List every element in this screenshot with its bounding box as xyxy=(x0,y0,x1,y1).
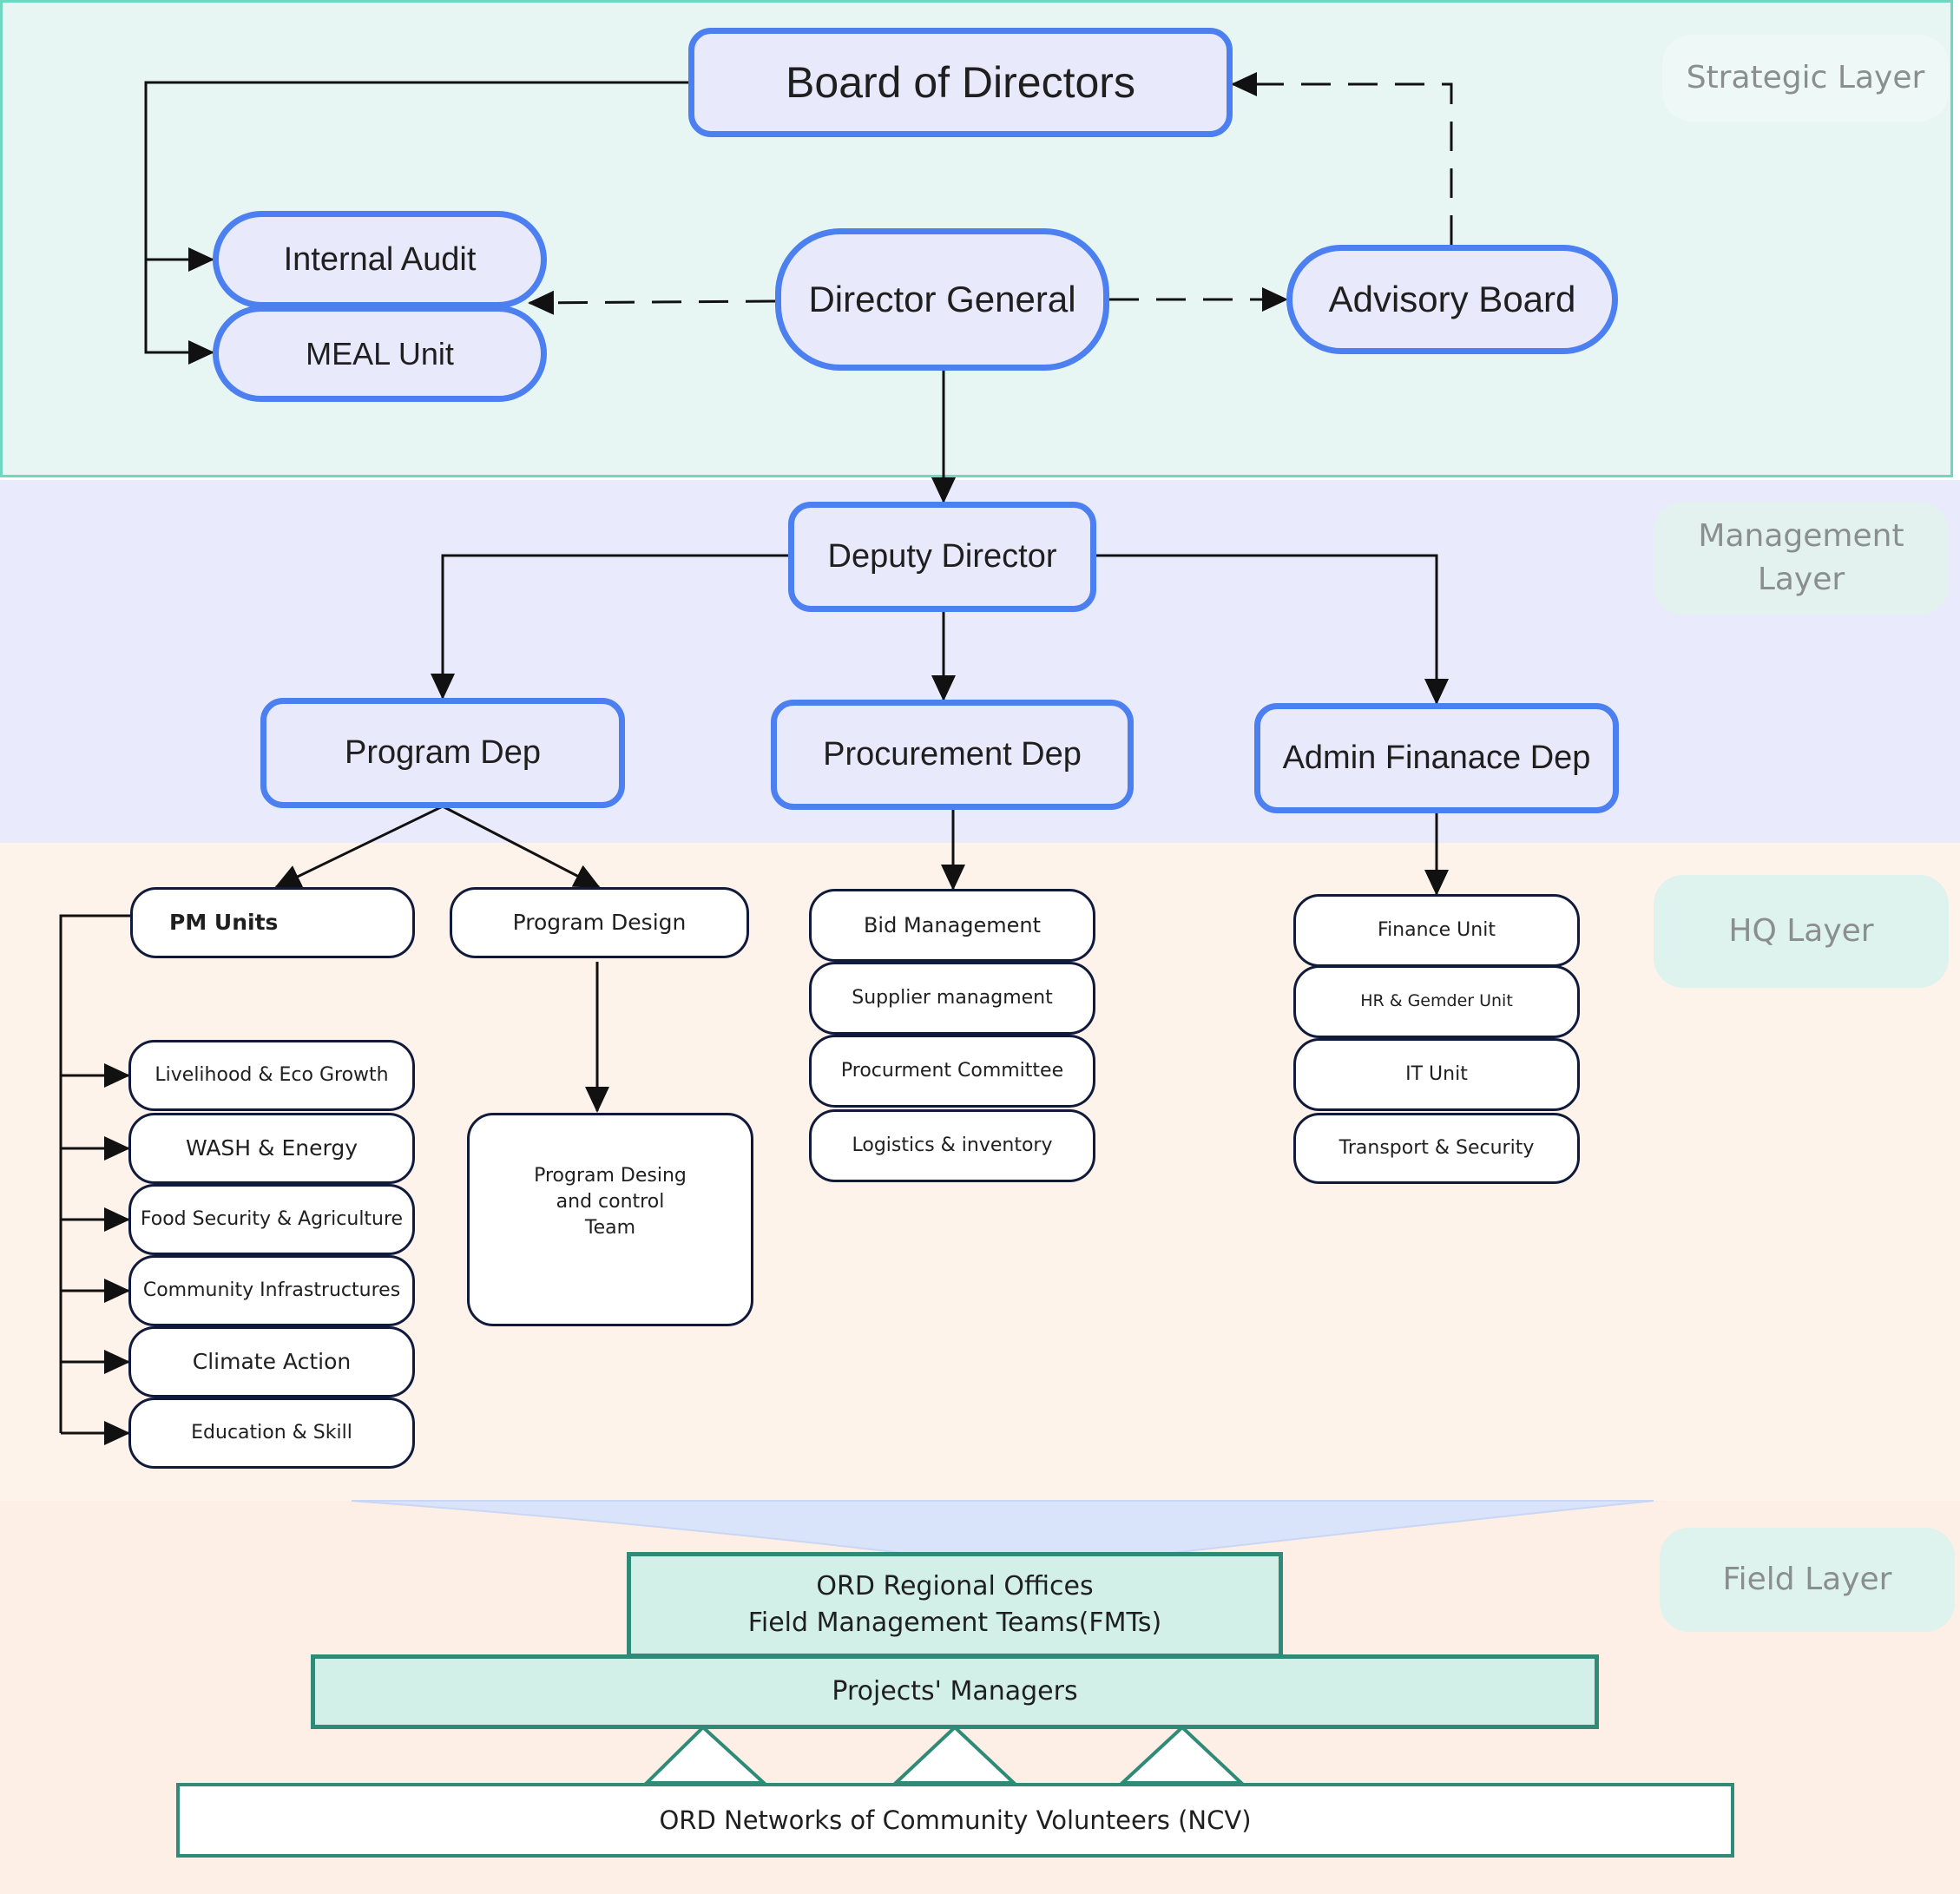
admin-finance-dep-node: Admin Finanace Dep xyxy=(1254,703,1619,813)
hq-layer-label: HQ Layer xyxy=(1654,875,1949,988)
internal-audit-node: Internal Audit xyxy=(213,211,547,308)
pm-units-bracket xyxy=(59,914,130,1433)
procurement-unit-label: Procurment Committee xyxy=(840,1060,1064,1082)
program-dep-label: Program Dep xyxy=(345,734,541,771)
pm-child-food-security: Food Security & Agriculture xyxy=(128,1184,415,1255)
pm-child-label: Community Infrastructures xyxy=(142,1279,401,1302)
deputy-to-program-arrow xyxy=(431,554,788,700)
deputy-to-admin-arrow xyxy=(1096,554,1449,705)
logistics-inventory-node: Logistics & inventory xyxy=(809,1109,1095,1182)
support-triangle-2 xyxy=(891,1725,1019,1785)
hr-gender-unit-node: HR & Gemder Unit xyxy=(1293,965,1580,1038)
admin-unit-label: Finance Unit xyxy=(1378,919,1496,942)
deputy-director-node: Deputy Director xyxy=(788,502,1096,612)
admin-unit-label: Transport & Security xyxy=(1338,1137,1535,1160)
program-dep-node: Program Dep xyxy=(260,698,625,808)
admin-finance-dep-label: Admin Finanace Dep xyxy=(1282,740,1591,776)
board-of-directors-label: Board of Directors xyxy=(786,58,1135,107)
program-to-design-arrow xyxy=(442,805,601,889)
pm-child-label: Climate Action xyxy=(192,1349,352,1375)
advisory-board-node: Advisory Board xyxy=(1286,245,1618,354)
pm-child-livelihood: Livelihood & Eco Growth xyxy=(128,1040,415,1111)
project-managers-label: Projects' Managers xyxy=(832,1676,1078,1707)
pm-child-climate-action: Climate Action xyxy=(128,1326,415,1397)
program-to-pm-arrow xyxy=(274,805,444,889)
program-design-team-label: Program Desing and control Team xyxy=(534,1165,687,1239)
bid-management-node: Bid Management xyxy=(809,889,1095,962)
meal-unit-label: MEAL Unit xyxy=(306,335,454,372)
director-general-node: Director General xyxy=(775,228,1109,371)
supplier-management-node: Supplier managment xyxy=(809,962,1095,1035)
support-triangle-3 xyxy=(1117,1725,1246,1785)
regional-offices-block: ORD Regional Offices Field Management Te… xyxy=(627,1552,1283,1658)
pm-child-education: Education & Skill xyxy=(128,1397,415,1469)
program-design-node: Program Design xyxy=(450,887,749,958)
admin-unit-label: HR & Gemder Unit xyxy=(1360,991,1513,1011)
admin-unit-label: IT Unit xyxy=(1405,1063,1468,1086)
support-triangle-1 xyxy=(642,1725,769,1785)
dg-to-audit-arrow xyxy=(528,290,776,315)
procurement-dep-label: Procurement Dep xyxy=(823,736,1082,773)
procurement-unit-label: Supplier managment xyxy=(852,987,1053,1009)
board-of-directors-node: Board of Directors xyxy=(688,28,1233,137)
procurement-unit-label: Logistics & inventory xyxy=(852,1134,1053,1157)
project-managers-block: Projects' Managers xyxy=(311,1654,1599,1729)
it-unit-node: IT Unit xyxy=(1293,1038,1580,1111)
procurement-dep-node: Procurement Dep xyxy=(771,700,1134,810)
community-volunteers-block: ORD Networks of Community Volunteers (NC… xyxy=(176,1783,1734,1858)
director-general-label: Director General xyxy=(808,279,1076,319)
advisory-board-label: Advisory Board xyxy=(1328,279,1576,319)
internal-audit-label: Internal Audit xyxy=(283,240,477,278)
pm-child-label: WASH & Energy xyxy=(185,1135,358,1161)
program-design-label: Program Design xyxy=(512,910,687,936)
community-volunteers-label: ORD Networks of Community Volunteers (NC… xyxy=(659,1805,1252,1835)
finance-unit-node: Finance Unit xyxy=(1293,894,1580,967)
transport-security-node: Transport & Security xyxy=(1293,1113,1580,1184)
pm-child-label: Livelihood & Eco Growth xyxy=(155,1064,389,1087)
management-layer-label: Management Layer xyxy=(1654,502,1949,615)
pm-child-label: Education & Skill xyxy=(191,1422,352,1444)
strategic-layer-label: Strategic Layer xyxy=(1662,35,1949,122)
pm-units-label: PM Units xyxy=(169,910,279,936)
pm-child-wash: WASH & Energy xyxy=(128,1113,415,1184)
field-layer-label: Field Layer xyxy=(1660,1528,1955,1632)
pm-child-community-infra: Community Infrastructures xyxy=(128,1255,415,1326)
pm-child-label: Food Security & Agriculture xyxy=(140,1208,404,1231)
regional-offices-label: ORD Regional Offices Field Management Te… xyxy=(747,1571,1162,1638)
deputy-director-label: Deputy Director xyxy=(827,538,1057,575)
pm-units-node: PM Units xyxy=(130,887,415,958)
meal-unit-node: MEAL Unit xyxy=(213,306,547,402)
procurement-committee-node: Procurment Committee xyxy=(809,1035,1095,1108)
procurement-unit-label: Bid Management xyxy=(863,912,1042,937)
advisory-to-board-arrow xyxy=(1231,72,1453,245)
program-design-team-node: Program Desing and control Team xyxy=(467,1113,753,1326)
